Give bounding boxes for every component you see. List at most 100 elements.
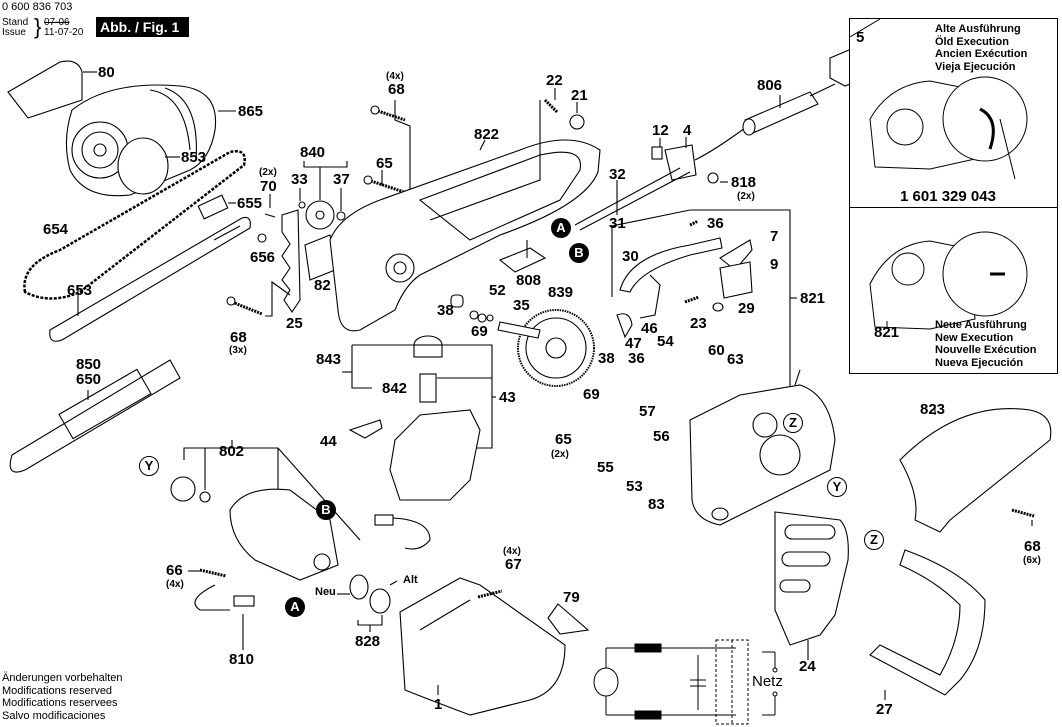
seal-new-label: Neu (315, 586, 336, 598)
part-821-gear-housing (689, 384, 836, 526)
new-execution-de: Neue Ausführung (935, 319, 1027, 331)
part-label-5: 5 (856, 29, 865, 46)
new-execution-es: Nueva Ejecución (935, 356, 1024, 369)
old-execution-fr: Ancien Exécution (935, 48, 1028, 60)
old-execution-de: Alte Ausführung (935, 23, 1021, 35)
part-label-24: 24 (799, 658, 816, 675)
part-label-650: 650 (76, 371, 102, 388)
part-654-chain (23, 150, 246, 300)
old-execution-caption: Alte Ausführung Öld Execution Ancien Exé… (935, 23, 1027, 73)
stand-issue-labels: Stand Issue (2, 18, 28, 38)
part-label-55: 55 (597, 459, 614, 476)
part-qty-68-top: (4x) (386, 71, 404, 82)
part-label-53: 53 (626, 478, 643, 495)
part-30-lever (619, 237, 723, 293)
part-label-806: 806 (757, 77, 783, 94)
issue-date: 11-07-20 (44, 27, 84, 38)
old-execution-es: Vieja Ejecución (935, 60, 1016, 73)
revision-dates: 07-06 11-07-20 (44, 18, 83, 38)
part-4-switch (664, 144, 697, 181)
part-label-802: 802 (219, 443, 245, 460)
part-label-9: 9 (770, 256, 779, 273)
part-qty-818: (2x) (737, 191, 755, 202)
part-label-70: 70 (260, 178, 277, 195)
part-label-818: 818 (731, 174, 757, 191)
part-label-46: 46 (641, 320, 658, 337)
part-label-828: 828 (355, 633, 381, 650)
part-label-38-upper: 38 (437, 302, 454, 319)
part-label-36-top: 36 (707, 215, 724, 232)
part-label-69-upper: 69 (471, 323, 488, 340)
disclaimer-fr: Modifications reservees (2, 697, 118, 709)
part-label-32: 32 (609, 166, 626, 183)
part-label-31: 31 (609, 215, 626, 232)
marker-z-handle: Z (864, 530, 884, 550)
marker-a-motor: A (285, 597, 305, 617)
part-qty-66: (4x) (166, 579, 184, 590)
part-655-plate (197, 194, 229, 220)
part-806-cord-sleeve (744, 91, 819, 134)
part-label-54: 54 (657, 333, 674, 350)
marker-b-motor: B (316, 500, 336, 520)
new-execution-caption: Neue Ausführung New Execution Nouvelle E… (935, 319, 1036, 369)
part-label-56: 56 (653, 428, 670, 445)
new-execution-en: New Execution (935, 331, 1014, 344)
part-qty-68-left: (3x) (229, 345, 247, 356)
part-label-60: 60 (708, 342, 725, 359)
part-label-82: 82 (314, 277, 331, 294)
part-label-821: 821 (800, 290, 826, 307)
part-label-810: 810 (229, 651, 255, 668)
part-label-840: 840 (300, 144, 326, 161)
part-label-4: 4 (683, 122, 692, 139)
issue-label: Issue (2, 27, 26, 38)
part-label-43: 43 (499, 389, 516, 406)
part-label-57: 57 (639, 403, 656, 420)
part-653-guide-bar (49, 216, 251, 342)
part-27-front-handle (869, 549, 986, 696)
marker-y-fan: Y (139, 456, 159, 476)
disclaimer-de: Änderungen vorbehalten (2, 672, 123, 684)
part-12-switch-cap (651, 146, 663, 160)
part-qty-67: (4x) (503, 546, 521, 557)
part-label-52: 52 (489, 282, 506, 299)
part-label-655: 655 (237, 195, 263, 212)
part-label-7: 7 (770, 228, 779, 245)
part-label-839: 839 (548, 284, 574, 301)
part-label-808: 808 (516, 272, 542, 289)
part-43-oil-tank (389, 409, 481, 501)
part-840-sprocket (305, 200, 335, 230)
part-label-68-top: 68 (388, 81, 405, 98)
part-823-hand-guard (899, 408, 1052, 533)
part-839-gear (517, 309, 595, 387)
inset-divider (850, 207, 1057, 208)
part-label-83: 83 (648, 496, 665, 513)
part-label-12: 12 (652, 122, 669, 139)
part-label-842: 842 (382, 380, 408, 397)
part-label-822: 822 (474, 126, 500, 143)
part-label-853: 853 (181, 149, 207, 166)
part-label-27: 27 (876, 701, 893, 718)
part-label-79: 79 (563, 589, 580, 606)
disclaimer-es: Salvo modificaciones (2, 709, 106, 722)
part-label-69-lower: 69 (583, 386, 600, 403)
part-842-filter (419, 373, 437, 403)
new-execution-fr: Nouvelle Exécution (935, 344, 1037, 356)
figure-badge: Abb. / Fig. 1 (96, 17, 189, 37)
part-label-66: 66 (166, 562, 183, 579)
part-802-motor (229, 488, 339, 581)
part-qty-65-lower: (2x) (551, 449, 569, 460)
part-9-bracket (719, 261, 753, 299)
old-date: 07-06 (44, 17, 70, 28)
part-label-80: 80 (98, 64, 115, 81)
part-label-44: 44 (320, 433, 337, 450)
disclaimer-en: Modifications reserved (2, 684, 113, 697)
part-label-67: 67 (505, 556, 522, 573)
footer-disclaimer: Änderungen vorbehalten Modifications res… (2, 672, 122, 722)
part-850-bar-cover (9, 359, 181, 473)
part-label-653: 653 (67, 282, 93, 299)
inset-execution-variants: Alte Ausführung Öld Execution Ancien Exé… (849, 18, 1058, 374)
part-label-29: 29 (738, 300, 755, 317)
part-79-label (547, 603, 590, 635)
part-label-65-top: 65 (376, 155, 393, 172)
